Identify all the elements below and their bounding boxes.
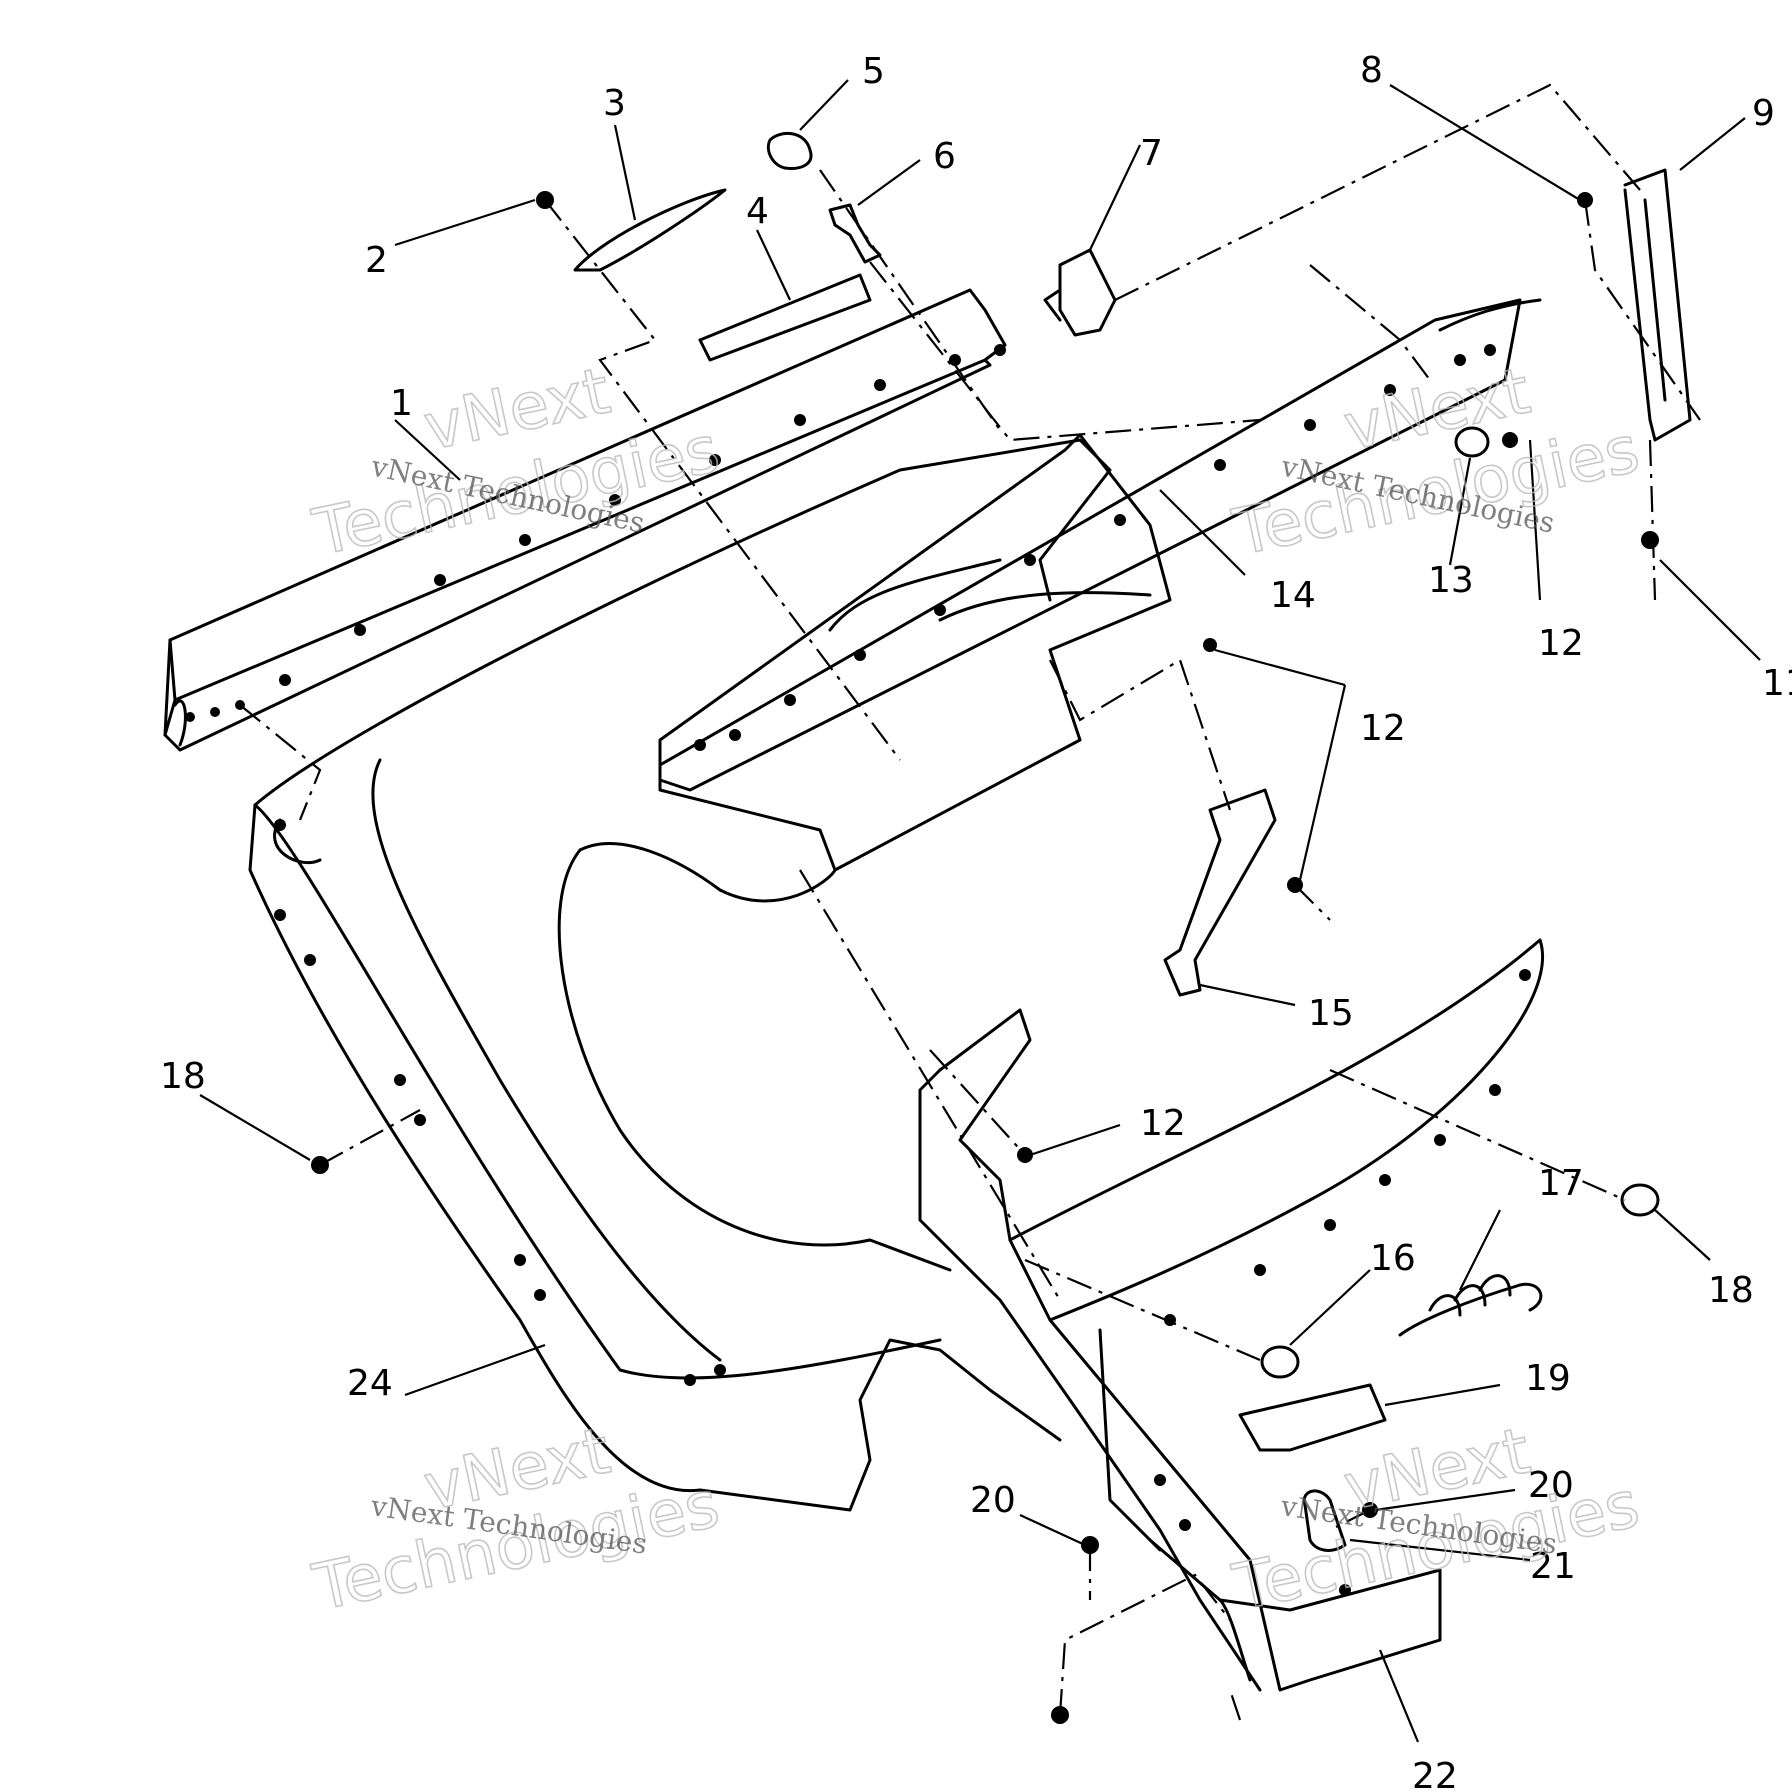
callout-9: 9 <box>1752 93 1775 134</box>
leader-lines <box>199 79 1761 1743</box>
callout-12-b: 12 <box>1360 708 1406 749</box>
callout-18-left: 18 <box>160 1056 206 1097</box>
callout-20-right: 20 <box>1528 1465 1574 1506</box>
part-plate <box>658 433 1172 872</box>
callout-20-left: 20 <box>970 1480 1016 1521</box>
part-front-panel <box>918 938 1544 1692</box>
callout-4: 4 <box>746 191 769 232</box>
part-5-cap <box>766 131 813 170</box>
callout-7: 7 <box>1140 133 1163 174</box>
part-21-clip <box>1302 1489 1347 1552</box>
callout-13: 13 <box>1428 560 1474 601</box>
callout-19: 19 <box>1525 1358 1571 1399</box>
callout-16: 16 <box>1370 1238 1416 1279</box>
watermarks: vNext Technologies vNext Technologies vN… <box>306 354 1646 1627</box>
center-lines <box>239 83 1701 1721</box>
callout-12-c: 12 <box>1140 1103 1186 1144</box>
callout-2: 2 <box>365 240 388 281</box>
part-4-strip <box>698 273 872 362</box>
part-18-plug-right <box>1620 1183 1660 1217</box>
callout-labels: 1 2 3 4 5 6 7 8 9 11 12 12 12 12 13 14 1… <box>160 50 1792 1792</box>
part-15-strap <box>1163 788 1277 997</box>
part-19-plate <box>1238 1383 1387 1452</box>
part-9-bracket <box>1623 168 1692 442</box>
callout-22: 22 <box>1412 1756 1458 1792</box>
callout-18-right: 18 <box>1708 1270 1754 1311</box>
mounting-holes <box>185 344 1531 1596</box>
part-cross-member <box>658 298 1542 792</box>
part-3-blade <box>573 188 727 272</box>
callout-17: 17 <box>1538 1163 1584 1204</box>
part-main-body <box>248 438 1112 1512</box>
part-16-plug <box>1260 1345 1300 1379</box>
callout-14: 14 <box>1270 575 1316 616</box>
callout-3: 3 <box>603 83 626 124</box>
part-6-bolt <box>828 203 882 264</box>
callout-1: 1 <box>390 383 413 424</box>
callout-12-a: 12 <box>1538 623 1584 664</box>
callout-24: 24 <box>347 1363 393 1404</box>
callout-5: 5 <box>862 51 885 92</box>
callout-11: 11 <box>1762 663 1792 704</box>
part-7-connector <box>1043 248 1117 337</box>
callout-21: 21 <box>1530 1546 1576 1587</box>
part-17-spring <box>1398 1274 1543 1337</box>
callout-6: 6 <box>933 136 956 177</box>
part-13-grommet <box>1454 426 1490 458</box>
callout-15: 15 <box>1308 993 1354 1034</box>
callout-8: 8 <box>1360 50 1383 91</box>
part-rail <box>163 288 1007 752</box>
